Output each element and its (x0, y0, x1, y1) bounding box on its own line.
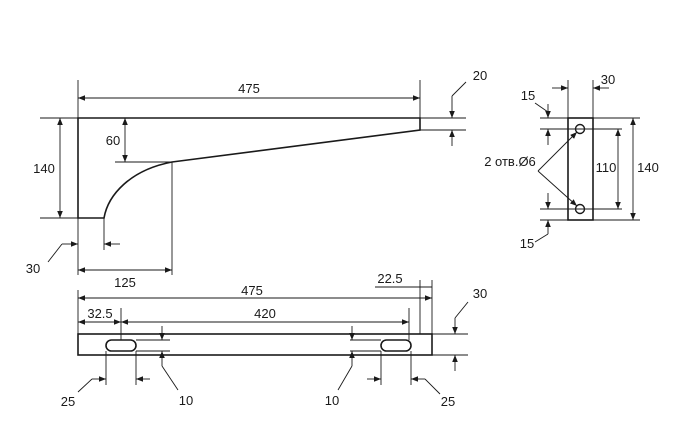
dim-hole-offset-bottom-label: 15 (520, 236, 534, 251)
hole-leader-line-bottom (537, 170, 578, 207)
dim-hole-offset-top-label: 15 (521, 88, 535, 103)
top-view: 475 32.5 420 22.5 30 25 10 10 (61, 271, 487, 409)
dim-slot-width-left-label: 10 (179, 393, 193, 408)
dim-slot-width-right-label: 10 (325, 393, 339, 408)
end-view: 30 15 15 110 140 2 отв.Ø6 (484, 72, 659, 251)
dim-top-length-label: 475 (241, 283, 263, 298)
holes-note-label: 2 отв.Ø6 (484, 154, 536, 169)
dim-slot-length-right-label: 25 (441, 394, 455, 409)
dim-hole-spacing-label: 110 (596, 160, 617, 175)
bracket-end-outline (567, 117, 594, 221)
dim-curve-length-label: 125 (114, 275, 136, 290)
bracket-top-outline (77, 333, 433, 356)
dim-end-offset-label: 22.5 (377, 271, 402, 286)
dim-length-label: 475 (238, 81, 260, 96)
slot-left (105, 339, 137, 352)
dim-top-width-label: 30 (473, 286, 487, 301)
dim-width-label: 30 (601, 72, 615, 87)
dim-end-height-label: 140 (637, 160, 659, 175)
hole-leader-line-top (537, 131, 578, 172)
slot-right (380, 339, 412, 352)
dim-height-label: 140 (33, 161, 55, 176)
side-view: 475 140 60 20 30 125 (26, 68, 487, 290)
dim-end-thickness-label: 20 (473, 68, 487, 83)
dim-slot-length-left-label: 25 (61, 394, 75, 409)
dim-end-depth-label: 60 (106, 133, 120, 148)
dim-slot-start-label: 32.5 (87, 306, 112, 321)
dim-slot-span-label: 420 (254, 306, 276, 321)
bracket-side-outline (77, 117, 421, 219)
dim-base-thickness-label: 30 (26, 261, 40, 276)
